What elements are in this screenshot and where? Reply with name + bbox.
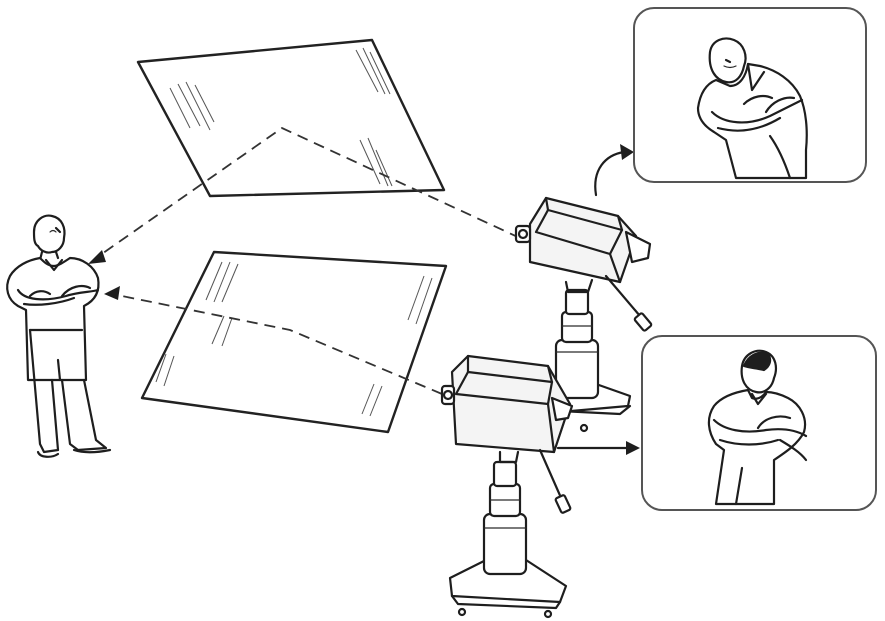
upper-camera-body: [530, 198, 636, 282]
lower-camera: [442, 356, 572, 617]
upper-sight-arrowhead: [88, 250, 106, 264]
lower-output-arrowhead: [626, 441, 640, 455]
upper-output-arrowhead: [620, 144, 634, 160]
lower-monitor: [642, 336, 876, 510]
upper-output-arrow: [595, 152, 624, 195]
lower-mirror: [142, 252, 446, 432]
upper-monitor: [634, 8, 866, 182]
lower-camera-column: [484, 514, 526, 574]
lower-sight-arrowhead: [104, 286, 120, 300]
upper-mirror: [138, 40, 444, 196]
person-figure: [7, 216, 110, 457]
